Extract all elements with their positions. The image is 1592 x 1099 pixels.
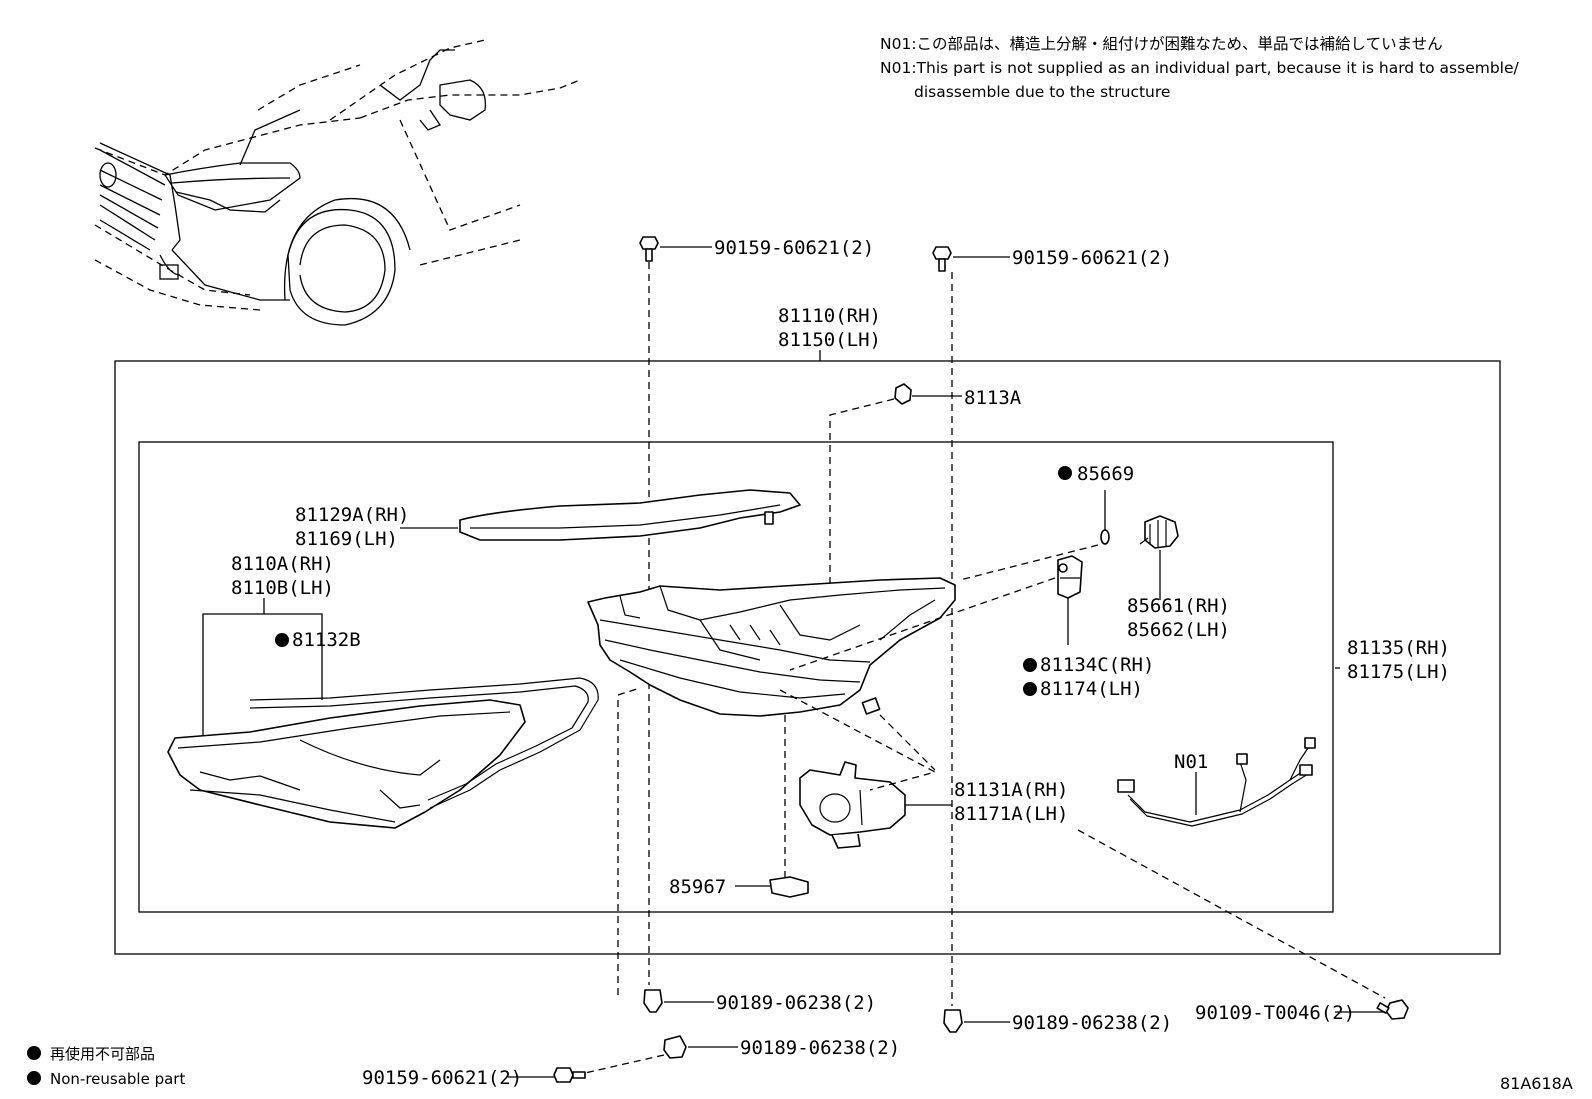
label-81174-lh: 81174(LH)	[1040, 678, 1143, 700]
clip-left-icon	[643, 989, 663, 1013]
label-bolt-bottom: 90159-60621(2)	[362, 1067, 522, 1089]
legend-non-reusable-mark-en	[27, 1071, 41, 1085]
inner-assembly-frame	[138, 441, 1334, 913]
non-reusable-mark-81174	[1023, 682, 1037, 696]
screw-right-icon	[1376, 999, 1409, 1020]
legend-jp: 再使用不可部品	[50, 1045, 155, 1063]
clip-right-icon	[943, 1009, 963, 1033]
non-reusable-mark-81134C	[1023, 658, 1037, 672]
note-en-line1: N01:This part is not supplied as an indi…	[880, 59, 1520, 77]
label-81150-lh: 81150(LH)	[778, 329, 881, 351]
non-reusable-mark-85669	[1058, 466, 1072, 480]
socket-81134C-icon	[1057, 555, 1083, 599]
label-8110B-lh: 8110B(LH)	[231, 577, 334, 599]
label-85967: 85967	[669, 876, 726, 898]
label-85669: 85669	[1077, 463, 1134, 485]
label-85661-rh: 85661(RH)	[1127, 595, 1230, 617]
legend-non-reusable-mark	[27, 1046, 41, 1060]
label-bolt-top-right: 90159-60621(2)	[1012, 247, 1172, 269]
bolt-top-left-icon	[639, 236, 659, 262]
clip-bottom-icon	[663, 1035, 687, 1059]
note-en-line2: disassemble due to the structure	[914, 83, 1170, 101]
label-bolt-top-left: 90159-60621(2)	[714, 237, 874, 259]
nut-8113A-icon	[894, 383, 912, 405]
label-81169-lh: 81169(LH)	[295, 528, 398, 550]
label-81134C-rh: 81134C(RH)	[1040, 654, 1154, 676]
vehicle-sketch	[94, 39, 581, 326]
bulb-socket-85661-icon	[1139, 515, 1179, 549]
label-screw-right: 90109-T0046(2)	[1195, 1002, 1355, 1024]
housing-81135-icon	[587, 577, 956, 717]
bolt-bottom-icon	[553, 1067, 586, 1083]
lamp-strip-81129A-icon	[459, 489, 801, 541]
legend-en: Non-reusable part	[50, 1070, 185, 1088]
label-clip-left: 90189-06238(2)	[716, 992, 876, 1014]
label-81131A-rh: 81131A(RH)	[954, 779, 1068, 801]
wire-harness-n01-icon	[1117, 737, 1316, 827]
label-81175-lh: 81175(LH)	[1347, 661, 1450, 683]
label-8113A: 8113A	[964, 387, 1022, 409]
note-jp: N01:この部品は、構造上分解・組付けが困難なため、単品では補給していません	[880, 35, 1443, 53]
label-81135-rh: 81135(RH)	[1347, 637, 1450, 659]
bolt-top-right-icon	[932, 246, 952, 272]
label-81132B: 81132B	[292, 629, 361, 651]
non-reusable-mark-81132B	[275, 633, 289, 647]
bracket-81131A-icon	[799, 761, 906, 849]
label-clip-right: 90189-06238(2)	[1012, 1012, 1172, 1034]
o-ring-85669-icon	[1100, 529, 1110, 545]
diagram-code: 81A618A	[1500, 1074, 1573, 1093]
outer-assembly-frame	[114, 360, 1501, 955]
label-clip-bottom: 90189-06238(2)	[740, 1037, 900, 1059]
label-85662-lh: 85662(LH)	[1127, 619, 1230, 641]
module-85967-icon	[769, 876, 809, 898]
lens-8110A-icon	[167, 699, 526, 829]
label-8110A-rh: 8110A(RH)	[231, 553, 334, 575]
label-81129A-rh: 81129A(RH)	[295, 504, 409, 526]
label-n01: N01	[1174, 751, 1208, 773]
label-81171A-lh: 81171A(LH)	[954, 803, 1068, 825]
label-81110-rh: 81110(RH)	[778, 305, 881, 327]
gasket-81132B-icon	[249, 677, 599, 809]
